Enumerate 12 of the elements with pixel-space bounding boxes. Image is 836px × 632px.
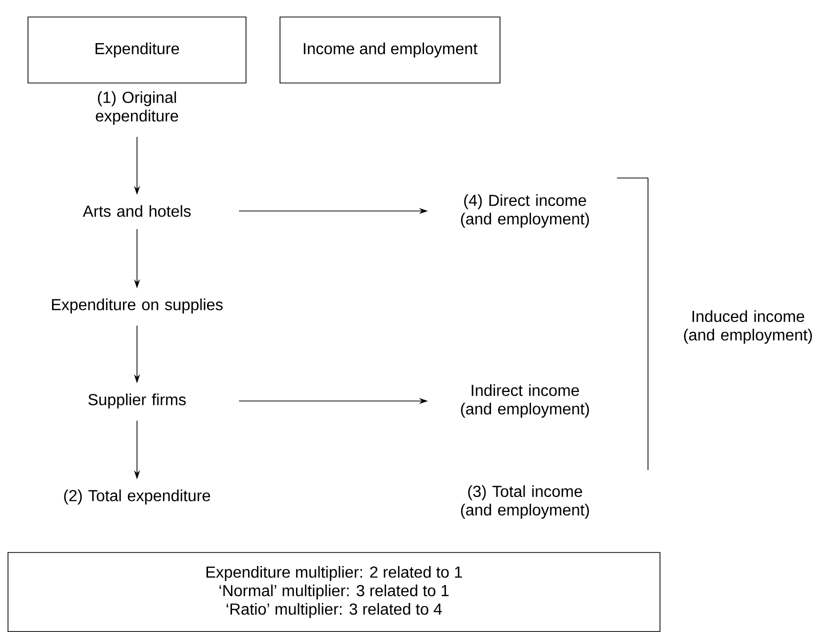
flow-text: Supplier firms (88, 394, 186, 408)
heading-box: Expenditure (28, 16, 246, 84)
flow-text: Indirect income (and employment) (461, 384, 589, 418)
flow-text: (4) Direct income (and employment) (461, 194, 589, 228)
summary-box: Expenditure multiplier: 2 related to 1 ‘Normal’ multiplier: 3 related to 1 ‘Ratio’ multiplier: 3 related to 4 (8, 552, 660, 632)
bracket-label: Induced income (and employment) (684, 310, 812, 344)
flow-text: (1) Original expenditure (96, 91, 178, 125)
flow-text: Expenditure on supplies (52, 298, 223, 314)
flow-text: (2) Total expenditure (64, 490, 210, 504)
flow-text: (3) Total income (and employment) (461, 485, 589, 519)
heading-box: Income and employment (280, 16, 500, 84)
flow-text: Arts and hotels (82, 205, 191, 217)
